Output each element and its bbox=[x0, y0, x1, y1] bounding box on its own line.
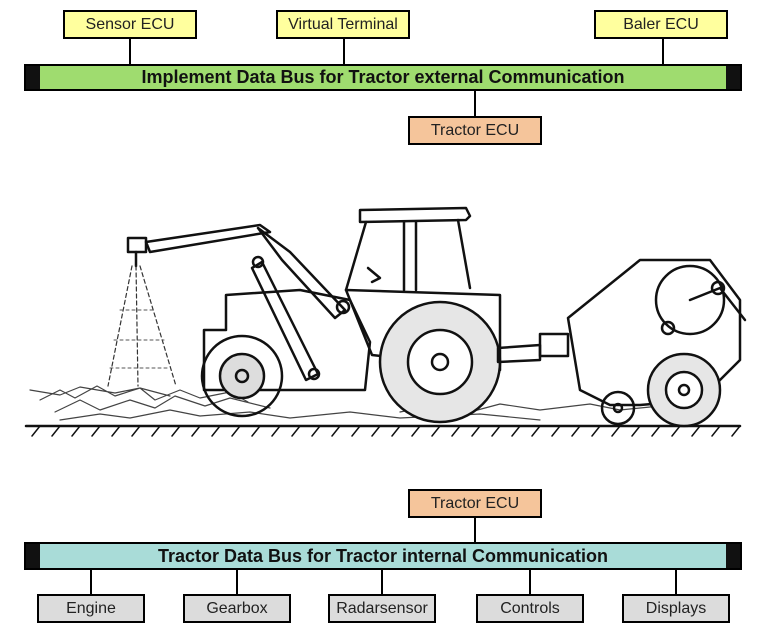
hay-scribbles bbox=[29, 385, 691, 421]
wire-sensor-ecu bbox=[129, 38, 131, 66]
implement-bus-label: Implement Data Bus for Tractor external … bbox=[141, 67, 625, 87]
engine-node: Engine bbox=[37, 594, 145, 623]
drawbar bbox=[496, 343, 542, 364]
tractor-ecu-node-top: Tractor ECU bbox=[408, 116, 542, 145]
bus-endcap-right bbox=[726, 66, 740, 89]
bus-endcap-right bbox=[726, 544, 740, 568]
displays-label: Displays bbox=[645, 599, 707, 617]
steering-wheel bbox=[366, 266, 382, 284]
bus-endcap-left bbox=[26, 66, 40, 89]
pickup-wheel bbox=[600, 390, 636, 426]
virtual-terminal-node: Virtual Terminal bbox=[276, 10, 410, 39]
sensor-ecu-label: Sensor ECU bbox=[85, 15, 175, 33]
bus-endcap-left bbox=[26, 544, 40, 568]
wire-radarsensor bbox=[381, 569, 383, 595]
wire-virtual-terminal bbox=[343, 38, 345, 66]
virtual-terminal-label: Virtual Terminal bbox=[288, 15, 398, 33]
baler-ecu-node: Baler ECU bbox=[594, 10, 728, 39]
radarsensor-node: Radarsensor bbox=[328, 594, 436, 623]
wire-tractor-ecu-bottom bbox=[474, 517, 476, 543]
wire-baler-ecu bbox=[662, 38, 664, 66]
engine-label: Engine bbox=[66, 599, 116, 617]
sprayer-arm bbox=[144, 223, 272, 254]
wire-tractor-ecu-top bbox=[474, 90, 476, 118]
gearbox-label: Gearbox bbox=[206, 599, 268, 617]
implement-data-bus: Implement Data Bus for Tractor external … bbox=[24, 64, 742, 91]
baler-chamber bbox=[654, 264, 726, 336]
sprayer-head bbox=[126, 236, 148, 254]
cab-roof bbox=[358, 206, 472, 224]
wire-engine bbox=[90, 569, 92, 595]
wire-gearbox bbox=[236, 569, 238, 595]
wire-controls bbox=[529, 569, 531, 595]
cab-frame bbox=[344, 218, 472, 292]
tractor-ecu-top-label: Tractor ECU bbox=[430, 121, 520, 139]
gearbox-node: Gearbox bbox=[183, 594, 291, 623]
hitch-box bbox=[538, 332, 570, 358]
spray-cone bbox=[107, 265, 177, 387]
tractor-ecu-node-bottom: Tractor ECU bbox=[408, 489, 542, 518]
baler-ecu-label: Baler ECU bbox=[623, 15, 699, 33]
radarsensor-label: Radarsensor bbox=[336, 599, 428, 617]
controls-label: Controls bbox=[500, 599, 560, 617]
ground-hatching bbox=[31, 425, 741, 437]
front-wheel bbox=[200, 334, 284, 418]
tractor-hood bbox=[202, 288, 372, 392]
sensor-ecu-node: Sensor ECU bbox=[63, 10, 197, 39]
displays-node: Displays bbox=[622, 594, 730, 623]
wire-displays bbox=[675, 569, 677, 595]
baler-arm bbox=[688, 286, 747, 322]
tractor-bus-label: Tractor Data Bus for Tractor internal Co… bbox=[157, 545, 609, 566]
controls-node: Controls bbox=[476, 594, 584, 623]
tractor-ecu-bottom-label: Tractor ECU bbox=[430, 494, 520, 512]
tractor-with-baler-illustration bbox=[24, 206, 747, 437]
boom-arm bbox=[256, 226, 347, 320]
tractor-data-bus: Tractor Data Bus for Tractor internal Co… bbox=[24, 542, 742, 570]
hydraulic-cylinder bbox=[250, 260, 320, 382]
baler-body bbox=[566, 258, 742, 407]
